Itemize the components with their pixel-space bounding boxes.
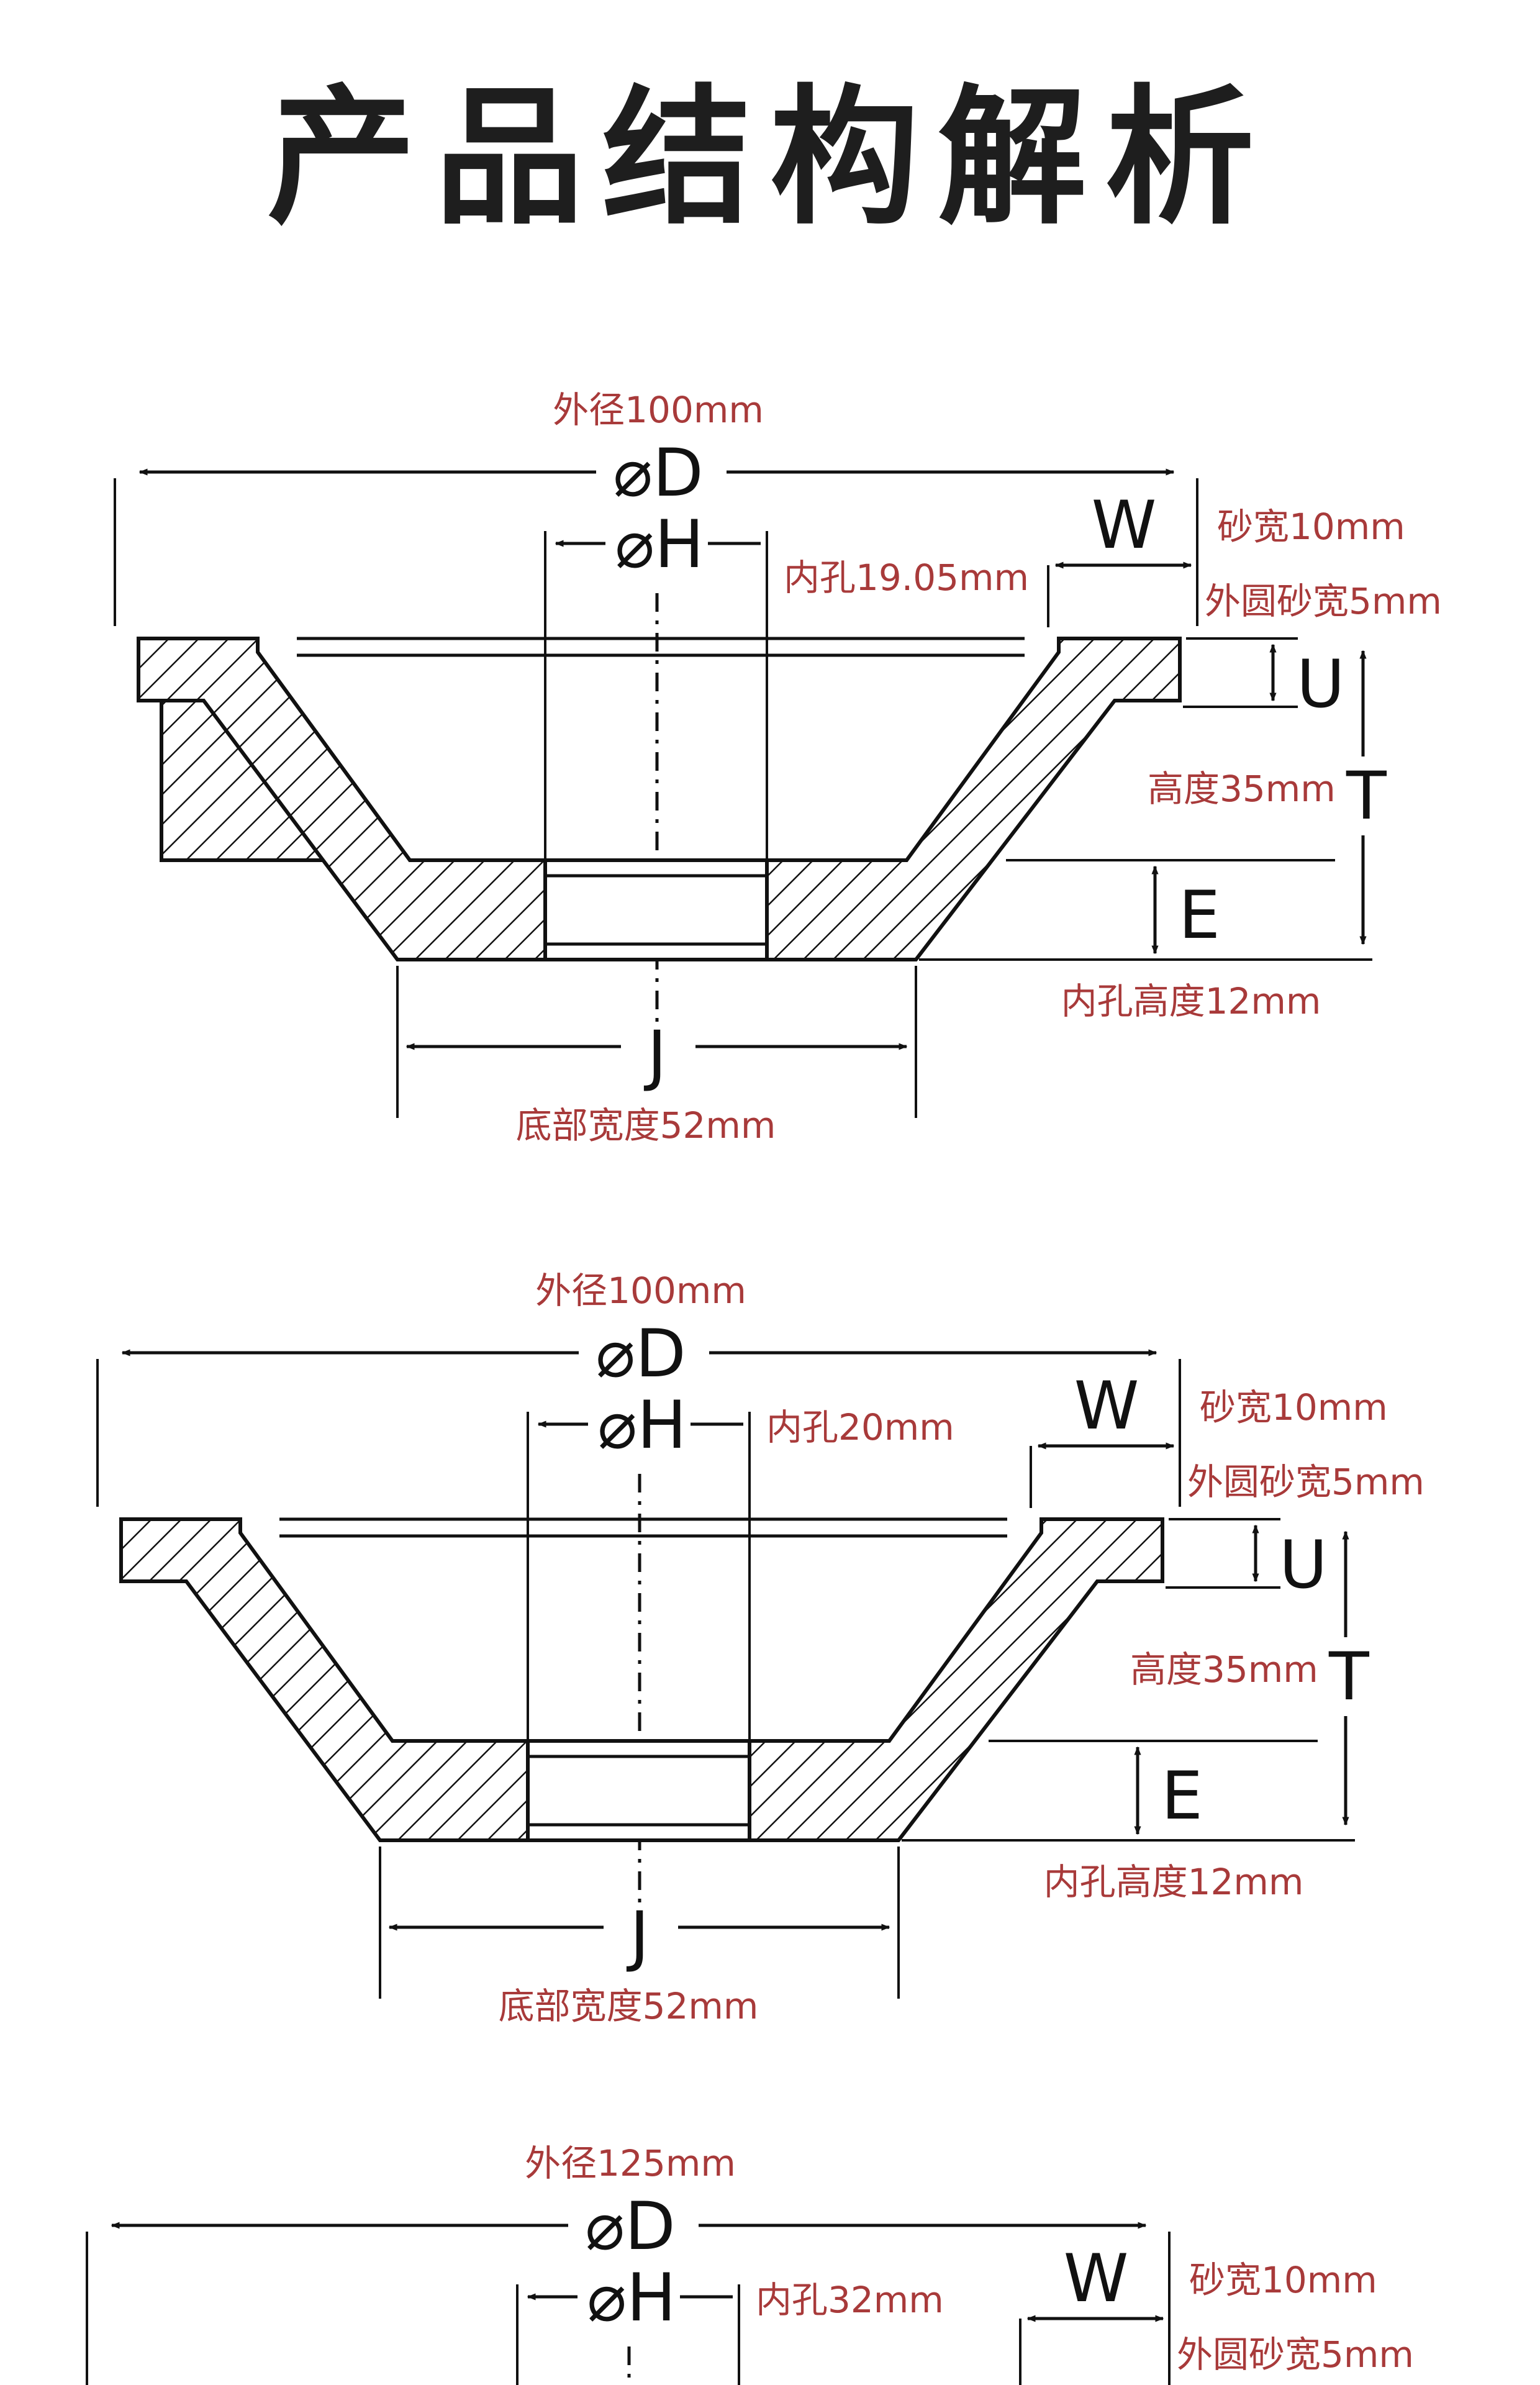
height-label: 高度35mm <box>1130 1648 1318 1691</box>
symbol-w: W <box>1064 2240 1129 2317</box>
symbol-e: E <box>1161 1758 1203 1834</box>
bottom-width-label: 底部宽度52mm <box>516 1104 776 1147</box>
symbol-u: U <box>1279 1527 1328 1603</box>
symbol-w: W <box>1092 487 1157 563</box>
height-label: 高度35mm <box>1148 768 1336 810</box>
symbol-h: ⌀H <box>597 1387 687 1463</box>
symbol-t: T <box>1346 758 1387 834</box>
bottom-width-label: 底部宽度52mm <box>499 1985 759 2027</box>
symbol-e: E <box>1179 877 1220 953</box>
outer-diameter-label: 外径125mm <box>525 2142 736 2184</box>
wheel-section-left <box>119 1517 530 1842</box>
outer-diameter-label: 外径100mm <box>553 389 764 431</box>
hole-height-label: 内孔高度12mm <box>1061 980 1321 1022</box>
inner-hole-label: 内孔19.05mm <box>784 556 1029 599</box>
sand-width-label: 砂宽10mm <box>1189 2259 1377 2301</box>
symbol-w: W <box>1074 1368 1139 1444</box>
symbol-d: ⌀D <box>585 2188 675 2265</box>
outer-sand-width-label: 外圆砂宽5mm <box>1205 580 1442 622</box>
drawing-2: 外径100mm ⌀D ⌀H 内孔20mm W 砂宽10mm 外圆砂宽5mm <box>96 1270 1424 2027</box>
symbol-d: ⌀D <box>596 1315 686 1392</box>
sand-width-label: 砂宽10mm <box>1200 1386 1388 1429</box>
outer-sand-width-label: 外圆砂宽5mm <box>1187 1461 1424 1503</box>
hole-height-label: 内孔高度12mm <box>1044 1861 1304 1903</box>
drawing-3: 外径125mm ⌀D ⌀H 内孔32mm W 砂宽10mm 外圆砂宽5mm <box>86 2142 1414 2385</box>
outer-sand-width-label: 外圆砂宽5mm <box>1177 2333 1414 2376</box>
symbol-t: T <box>1328 1638 1370 1715</box>
wheel-section-right <box>765 637 1182 961</box>
symbol-h: ⌀H <box>587 2260 676 2336</box>
symbol-j: J <box>643 1017 666 1093</box>
page-title: 产品结构解析 <box>266 71 1273 245</box>
drawing-1: 外径100mm ⌀D ⌀H 内孔19.05mm W 砂宽10mm 外圆砂宽5mm <box>114 389 1442 1147</box>
symbol-d: ⌀D <box>613 435 703 511</box>
symbol-j: J <box>626 1897 649 1974</box>
symbol-h: ⌀H <box>615 506 704 583</box>
inner-hole-label: 内孔20mm <box>766 1406 954 1448</box>
symbol-u: U <box>1297 646 1345 722</box>
inner-hole-label: 内孔32mm <box>756 2279 944 2321</box>
sand-width-label: 砂宽10mm <box>1217 506 1405 548</box>
wheel-section-right <box>748 1517 1164 1842</box>
outer-diameter-label: 外径100mm <box>535 1270 746 1312</box>
